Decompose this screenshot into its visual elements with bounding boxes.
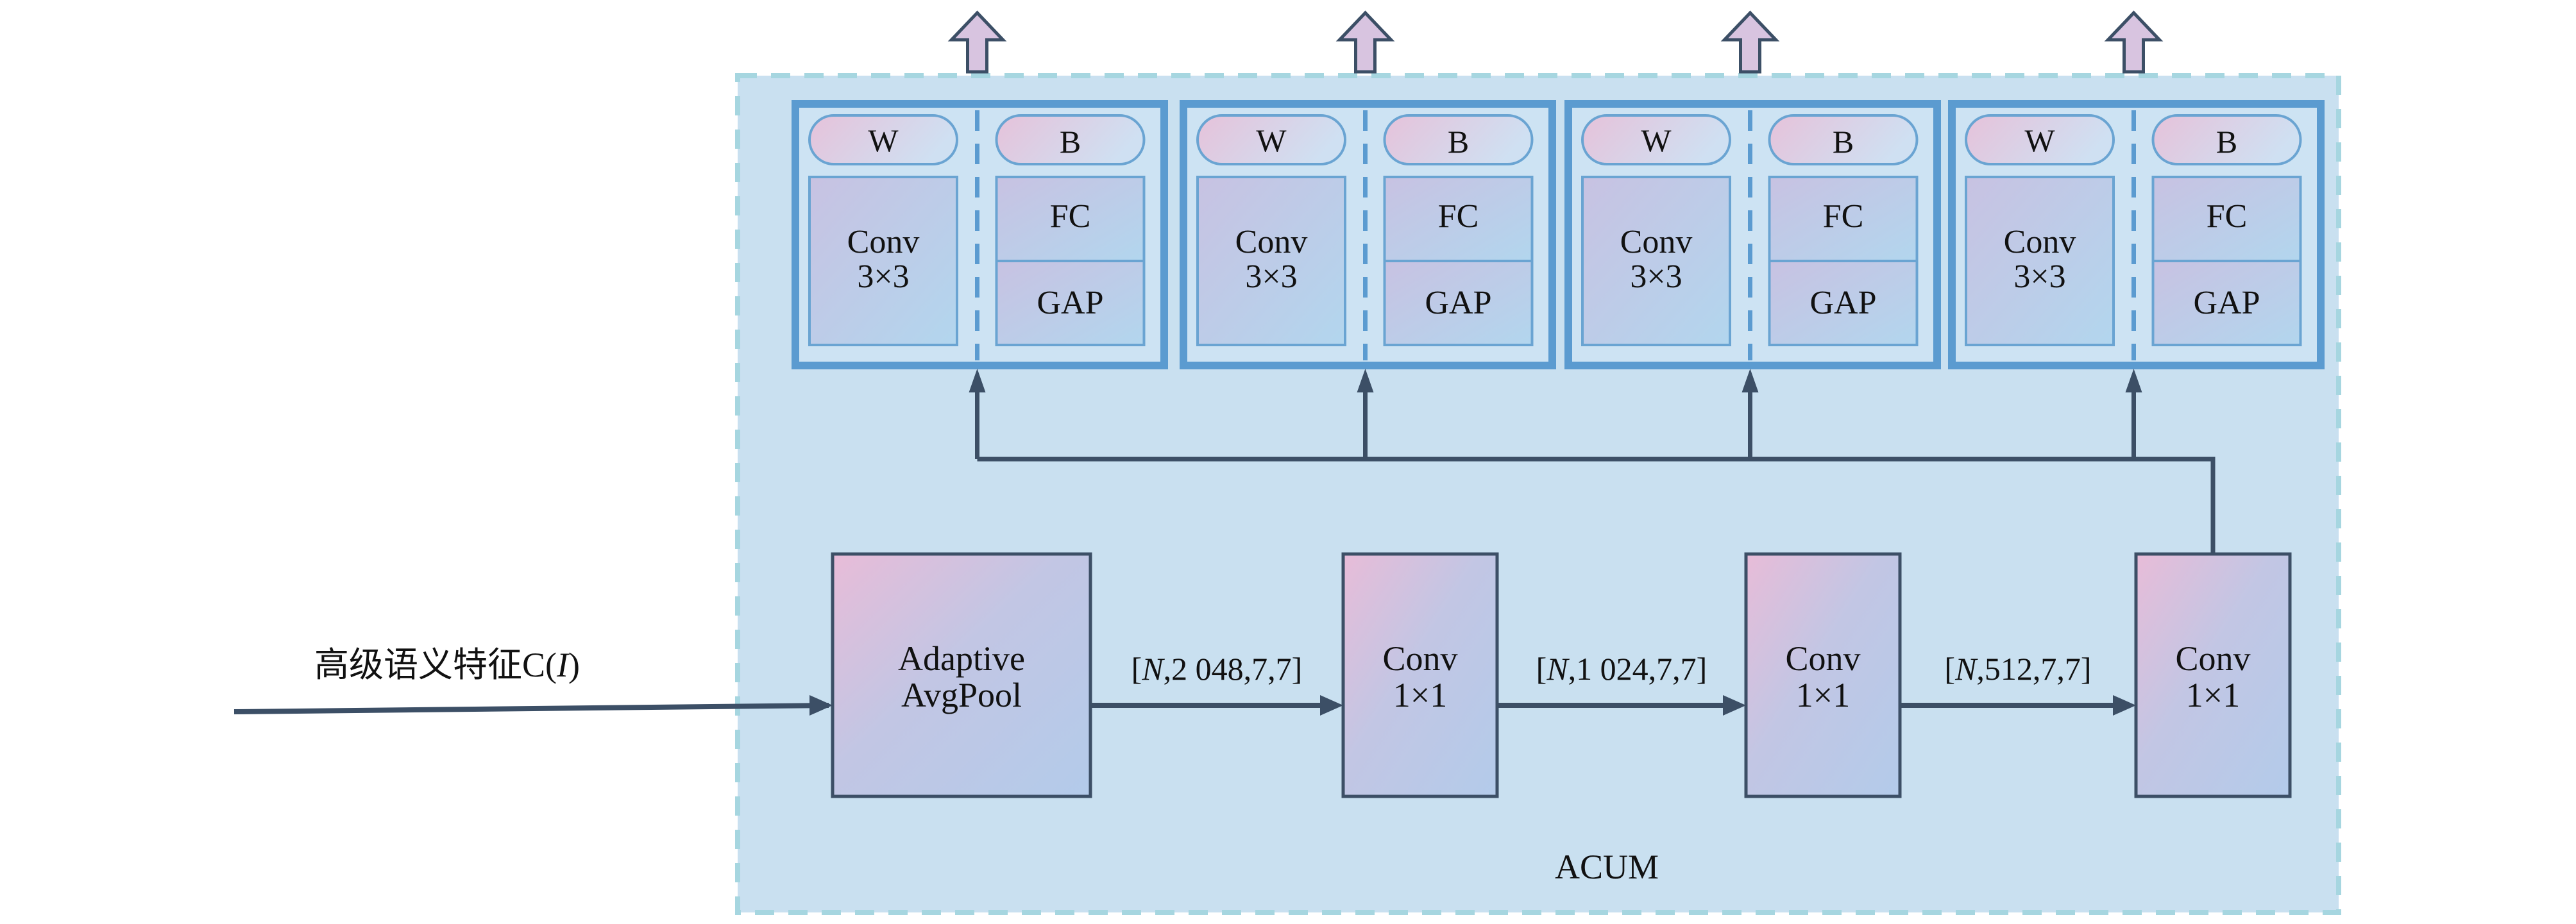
input-label: 高级语义特征C(I) (314, 646, 580, 684)
arrowhead-up-icon (2125, 369, 2142, 392)
arrowhead-right-icon (2113, 695, 2136, 716)
output-arrow-icon (1335, 10, 1395, 74)
fc-label: FC (2207, 198, 2248, 235)
block-label-line2: 1×1 (2186, 676, 2240, 714)
edge-2: [N,1 024,7,7] (1497, 651, 1746, 716)
edge-1: [N,2 048,7,7] (1090, 651, 1343, 716)
conv3x3-label-line1: Conv (1235, 224, 1308, 260)
fc-label: FC (1438, 198, 1479, 235)
w-label: W (1256, 122, 1287, 158)
tensor-shape-label: [N,1 024,7,7] (1536, 651, 1707, 687)
block-label-line1: Conv (1382, 639, 1457, 678)
conv3x3-label-line1: Conv (1620, 224, 1693, 260)
gap-box (995, 260, 1146, 346)
arrowhead-up-icon (1357, 369, 1374, 392)
gap-box (1768, 260, 1919, 346)
block-label-line1: Conv (2175, 639, 2250, 678)
w-pill (1581, 114, 1731, 165)
b-pill (995, 114, 1146, 165)
gap-label: GAP (2193, 285, 2260, 321)
block-label-line2: AvgPool (901, 676, 1022, 714)
b-label: B (1448, 124, 1469, 160)
block-box (831, 552, 1092, 798)
b-pill (2151, 114, 2302, 165)
b-label: B (1833, 124, 1854, 160)
gap-box (1383, 260, 1534, 346)
fc-label: FC (1050, 198, 1091, 235)
w-label: W (1641, 122, 1672, 158)
block-label-line2: 1×1 (1796, 676, 1850, 714)
b-label: B (1060, 124, 1081, 160)
tensor-shape-label: [N,2 048,7,7] (1131, 651, 1303, 687)
arrowhead-right-icon (1723, 695, 1746, 716)
arrowhead-right-icon (1320, 695, 1343, 716)
conv3x3-box (1196, 176, 1346, 346)
conv3x3-box (1581, 176, 1731, 346)
gap-label: GAP (1037, 285, 1103, 321)
w-pill (1196, 114, 1346, 165)
fc-box (1383, 176, 1534, 262)
conv3x3-box (808, 176, 958, 346)
fc-box (2151, 176, 2302, 262)
conv3x3-label-line2: 3×3 (2013, 258, 2065, 295)
output-arrow-icon (947, 10, 1007, 74)
conv3x3-label-line1: Conv (2004, 224, 2076, 260)
output-arrow-icon (2104, 10, 2164, 74)
block-label-line1: Conv (1785, 639, 1860, 678)
fc-box (995, 176, 1146, 262)
fc-box (1768, 176, 1919, 262)
block-box (1341, 552, 1499, 798)
input-arrow (233, 702, 830, 714)
conv3x3-label-line2: 3×3 (1245, 258, 1297, 295)
gap-label: GAP (1425, 285, 1491, 321)
arrowhead-input (809, 695, 833, 716)
container-label: ACUM (1555, 848, 1659, 886)
w-label: W (868, 122, 899, 158)
conv3x3-box (1965, 176, 2115, 346)
w-label: W (2024, 122, 2055, 158)
gap-label: GAP (1809, 285, 1876, 321)
w-pill (1965, 114, 2115, 165)
fc-label: FC (1823, 198, 1864, 235)
bus-line (977, 457, 2216, 554)
b-pill (1768, 114, 1919, 165)
conv3x3-label-line2: 3×3 (857, 258, 909, 295)
edge-3: [N,512,7,7] (1900, 651, 2136, 716)
tensor-shape-label: [N,512,7,7] (1944, 651, 2091, 687)
block-box (2134, 552, 2292, 798)
w-pill (808, 114, 958, 165)
arrowhead-up-icon (969, 369, 986, 392)
block-box (1744, 552, 1902, 798)
b-pill (1383, 114, 1534, 165)
conv3x3-label-line2: 3×3 (1630, 258, 1682, 295)
block-label-line2: 1×1 (1393, 676, 1447, 714)
gap-box (2151, 260, 2302, 346)
output-arrow-icon (1720, 10, 1780, 74)
arrowhead-up-icon (1741, 369, 1759, 392)
block-label-line1: Adaptive (898, 639, 1025, 678)
b-label: B (2216, 124, 2237, 160)
backbone-blocks: AdaptiveAvgPoolConv1×1Conv1×1Conv1×1[N,2… (831, 552, 2292, 798)
feature-bus (977, 457, 2216, 554)
conv3x3-label-line1: Conv (847, 224, 920, 260)
